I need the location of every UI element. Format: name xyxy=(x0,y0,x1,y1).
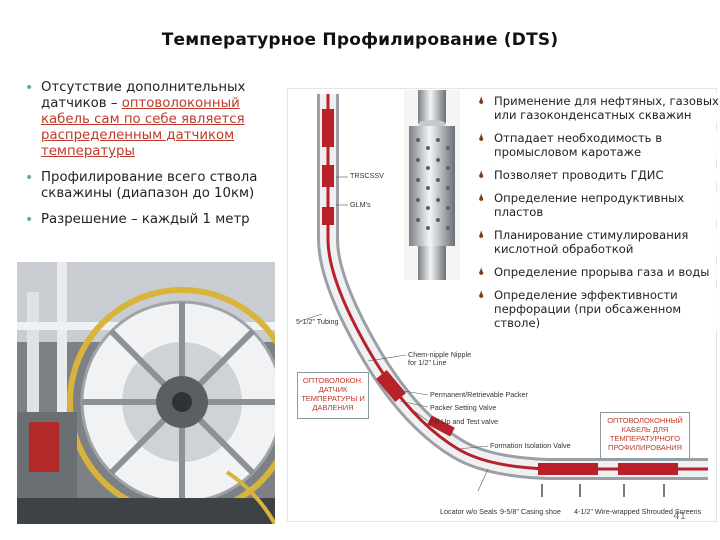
bullet-icon: • xyxy=(25,80,34,96)
bullet-item: • Профилирование всего ствола скважины (… xyxy=(24,170,279,202)
left-bullet-list: • Отсутствие дополнительных датчиков – о… xyxy=(24,80,279,238)
right-bullet-text: Определение эффективности перфорации (пр… xyxy=(494,288,682,330)
right-bullet-item: 🌢 Отпадает необходимость в промысловом ка… xyxy=(474,131,720,159)
right-bullet-text: Применение для нефтяных, газовых или газ… xyxy=(494,94,719,122)
bullet-text: Разрешение – каждый 1 метр xyxy=(41,212,250,227)
drop-icon: 🌢 xyxy=(478,191,485,204)
right-bullet-list: 🌢 Применение для нефтяных, газовых или га… xyxy=(474,94,720,339)
drop-icon: 🌢 xyxy=(478,265,485,278)
label-packer: Permanent/Retrievable Packer xyxy=(430,390,528,399)
label-casing-shoe: 9-5/8" Casing shoe xyxy=(500,507,561,516)
rig-photo xyxy=(17,262,275,524)
right-bullet-item: 🌢 Определение прорыва газа и воды xyxy=(474,265,720,279)
drop-icon: 🌢 xyxy=(478,168,485,181)
right-bullet-text: Позволяет проводить ГДИС xyxy=(494,168,664,182)
drop-icon: 🌢 xyxy=(478,288,485,301)
right-bullet-text: Отпадает необходимость в промысловом кар… xyxy=(494,131,663,159)
label-trscssv: TRSCSSV xyxy=(350,171,384,180)
page-number: 41 xyxy=(673,511,686,522)
bullet-icon: • xyxy=(25,170,34,186)
bullet-item: • Разрешение – каждый 1 метр xyxy=(24,212,279,228)
right-bullet-item: 🌢 Позволяет проводить ГДИС xyxy=(474,168,720,182)
right-bullet-item: 🌢 Определение непродуктивных пластов xyxy=(474,191,720,219)
bullet-item: • Отсутствие дополнительных датчиков – о… xyxy=(24,80,279,160)
slide-title: Температурное Профилирование (DTS) xyxy=(161,30,559,50)
bullet-text: Отсутствие дополнительных датчиков – xyxy=(41,80,246,111)
rig-photo-illustration xyxy=(17,262,275,524)
drop-icon: 🌢 xyxy=(478,131,485,144)
right-bullet-text: Определение непродуктивных пластов xyxy=(494,191,685,219)
right-bullet-item: 🌢 Определение эффективности перфорации (п… xyxy=(474,288,720,330)
drop-icon: 🌢 xyxy=(478,94,485,107)
drop-icon: 🌢 xyxy=(478,228,485,241)
right-bullet-item: 🌢 Планирование стимулирования кислотной о… xyxy=(474,228,720,256)
cable-illustration xyxy=(409,90,455,280)
sensor-box-label: ОПТОВОЛОКОН. ДАТЧИК ТЕМПЕРАТУРЫ И ДАВЛЕН… xyxy=(297,372,369,419)
bullet-link[interactable]: оптоволоконный кабель сам по себе являет… xyxy=(41,96,245,159)
bullet-text: Профилирование всего ствола скважины (ди… xyxy=(41,170,258,201)
label-chem-nipple: Chem-nipple Nipple for 1/2" Line xyxy=(408,350,472,367)
label-locator: Locator w/o Seals xyxy=(440,507,498,516)
label-glm: GLM's xyxy=(350,200,371,209)
bullet-icon: • xyxy=(25,212,34,228)
label-fill-up: Fill Up and Test valve xyxy=(430,417,499,426)
label-screens: 4-1/2" Wire-wrapped Shrouded Screens xyxy=(574,507,702,516)
right-bullet-text: Планирование стимулирования кислотной об… xyxy=(494,228,689,256)
right-bullet-item: 🌢 Применение для нефтяных, газовых или га… xyxy=(474,94,720,122)
label-tubing: 5-1/2" Tubing xyxy=(296,317,339,326)
label-packer-valve: Packer Setting Valve xyxy=(430,403,497,412)
cable-photo xyxy=(404,90,460,280)
right-bullet-text: Определение прорыва газа и воды xyxy=(494,265,710,279)
cable-box-label: ОПТОВОЛОКОННЫЙ КАБЕЛЬ ДЛЯ ТЕМПЕРАТУРНОГО… xyxy=(600,412,690,459)
label-formation-valve: Formation Isolation Valve xyxy=(490,441,571,450)
well-diagram-drawing xyxy=(299,94,708,497)
